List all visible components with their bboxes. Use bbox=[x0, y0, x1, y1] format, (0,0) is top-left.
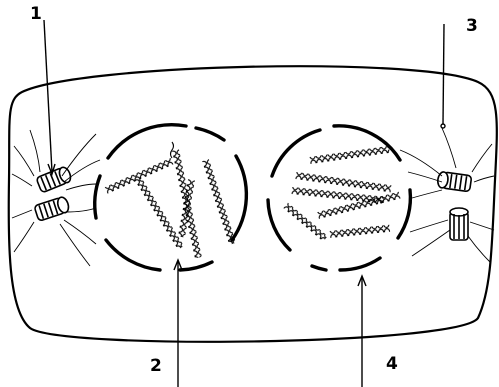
chromosome bbox=[135, 176, 184, 249]
left-chromosomes bbox=[105, 142, 236, 258]
chromosome bbox=[330, 225, 390, 238]
label-1: 1 bbox=[30, 6, 42, 23]
left-aster-fibers bbox=[12, 130, 100, 266]
chromosome bbox=[202, 159, 236, 245]
label-4: 4 bbox=[386, 356, 398, 373]
left-centrioles bbox=[34, 166, 73, 222]
right-aster-fibers bbox=[400, 128, 494, 262]
chromosome bbox=[105, 158, 174, 194]
pointer-1 bbox=[44, 20, 52, 172]
label-2: 2 bbox=[150, 358, 162, 375]
chromosome bbox=[310, 146, 390, 164]
cell-membrane bbox=[9, 66, 497, 342]
left-nuclear-envelope bbox=[95, 125, 247, 270]
pointer-3 bbox=[443, 24, 444, 124]
chromosome bbox=[283, 203, 327, 242]
right-chromosomes bbox=[283, 146, 400, 242]
label-3: 3 bbox=[466, 18, 478, 35]
